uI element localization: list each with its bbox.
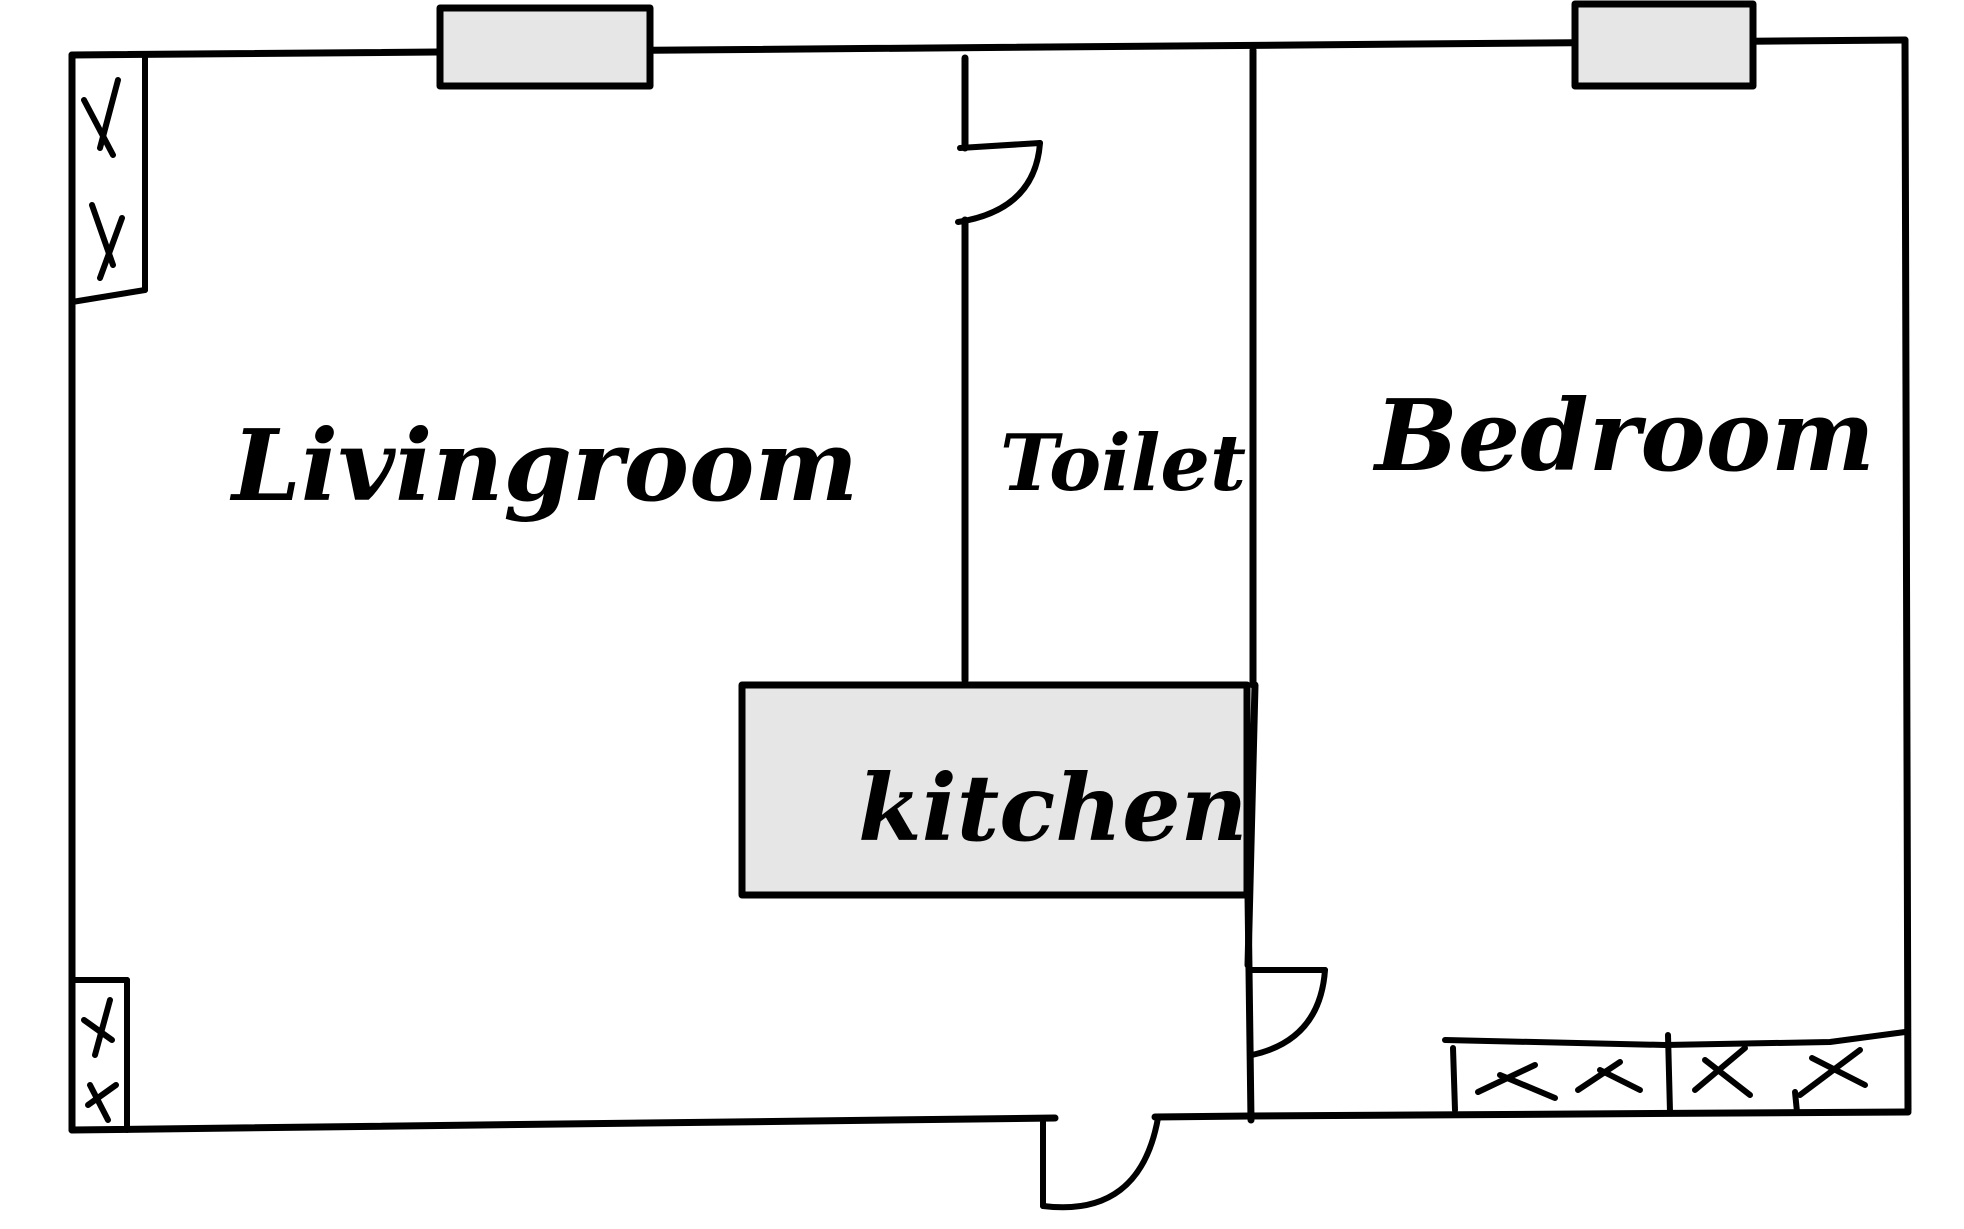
outer-walls bbox=[68, 36, 1912, 1134]
storage-bedroom-x4a bbox=[1797, 1047, 1863, 1098]
bottom-wall-left bbox=[68, 1114, 1059, 1134]
storage-bottom-left-x1b bbox=[81, 1017, 115, 1043]
storage-bedroom-top bbox=[1442, 1029, 1908, 1048]
right-wall bbox=[1901, 36, 1912, 1114]
door-toilet-leaf bbox=[957, 140, 1043, 151]
door-entrance bbox=[1040, 1115, 1161, 1211]
bottom-wall-right bbox=[1246, 1108, 1912, 1120]
door-toilet-swing bbox=[955, 140, 1043, 225]
storage-bedroom-x1b bbox=[1497, 1072, 1558, 1101]
bottom-wall-middle bbox=[1151, 1112, 1254, 1121]
bedroom-west-wall-mid bbox=[1244, 681, 1259, 969]
storage-bedroom-left-edge bbox=[1450, 1045, 1458, 1113]
kitchen-label: kitchen bbox=[858, 754, 1248, 862]
living-room-label: Livingroom bbox=[229, 409, 858, 524]
door-bedroom-swing bbox=[1249, 967, 1328, 1058]
window-top-right bbox=[1571, 0, 1757, 90]
window-top-left bbox=[436, 4, 654, 90]
storage-bedroom-x4b bbox=[1809, 1055, 1868, 1088]
storage-top-left-x2b bbox=[89, 202, 116, 268]
storage-bedroom-divider-2 bbox=[1792, 1089, 1800, 1115]
toilet-label: Toilet bbox=[1000, 418, 1246, 509]
storage-bottom-left bbox=[69, 977, 130, 1133]
storage-bottom-left-x2a bbox=[85, 1082, 119, 1108]
door-toilet bbox=[955, 140, 1043, 225]
storage-bedroom-x2b bbox=[1597, 1067, 1643, 1093]
storage-bedroom-x3b bbox=[1702, 1057, 1753, 1098]
storage-bottom-left-x1a bbox=[92, 997, 113, 1058]
storage-bedroom bbox=[1442, 1029, 1908, 1115]
storage-bottom-left-x2b bbox=[87, 1082, 111, 1123]
door-entrance-swing bbox=[1040, 1115, 1161, 1211]
storage-top-left-x2a bbox=[97, 215, 125, 281]
storage-top-left bbox=[69, 55, 148, 305]
kitchen-counter bbox=[738, 681, 1251, 899]
storage-bedroom-divider-1 bbox=[1665, 1032, 1673, 1115]
storage-top-left-x1b bbox=[81, 97, 116, 158]
door-bedroom bbox=[1247, 967, 1328, 1058]
interior-walls bbox=[961, 46, 1259, 1124]
storage-top-left-base bbox=[69, 287, 148, 305]
bedroom-label: Bedroom bbox=[1372, 379, 1875, 494]
storage-bedroom-x2a bbox=[1575, 1059, 1623, 1093]
